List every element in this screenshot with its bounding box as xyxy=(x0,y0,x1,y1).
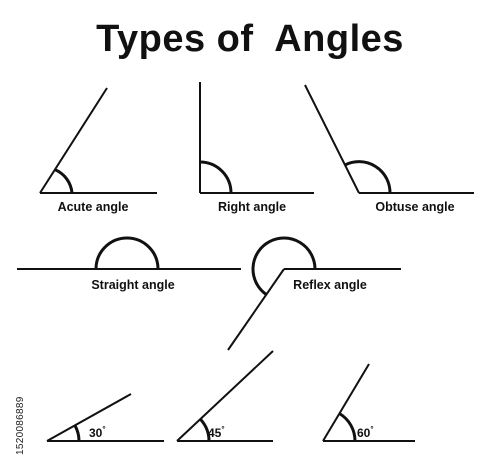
reflex-angle-slanted-ray xyxy=(227,268,285,351)
angle-30-figure xyxy=(46,393,164,442)
obtuse-angle-label: Obtuse angle xyxy=(375,200,454,214)
obtuse-angle-arc xyxy=(344,160,392,194)
page-title: Types of Angles xyxy=(96,18,404,60)
angle-60-arc xyxy=(338,412,357,442)
angle-30-arc xyxy=(73,424,81,442)
obtuse-angle-figure xyxy=(304,84,474,194)
obtuse-angle-slanted-ray xyxy=(304,84,360,194)
right-angle-label: Right angle xyxy=(218,200,286,214)
angle-60-figure xyxy=(322,363,415,442)
angle-45-arc xyxy=(199,418,211,442)
right-angle-arc xyxy=(199,160,233,194)
angle-60-value: 60° xyxy=(357,425,374,440)
reflex-angle-arc xyxy=(251,236,317,296)
angle-45-slanted-ray xyxy=(176,350,274,442)
angle-45-figure xyxy=(176,350,274,442)
acute-angle-figure xyxy=(39,87,157,194)
angle-30-value: 30° xyxy=(89,425,106,440)
stock-id-text: 1520086889 xyxy=(15,396,26,455)
reflex-angle-label: Reflex angle xyxy=(293,278,367,292)
straight-angle-arc xyxy=(94,236,160,270)
angle-30-slanted-ray xyxy=(46,393,132,442)
reflex-angle-figure xyxy=(227,236,401,351)
right-angle-figure xyxy=(199,82,314,194)
angle-60-slanted-ray xyxy=(322,363,370,442)
straight-angle-figure xyxy=(17,236,241,270)
straight-angle-label: Straight angle xyxy=(91,278,174,292)
acute-angle-label: Acute angle xyxy=(58,200,129,214)
stock-id-watermark: 1520086889 xyxy=(4,345,26,455)
acute-angle-slanted-ray xyxy=(39,87,108,194)
angle-45-value: 45° xyxy=(208,425,225,440)
acute-angle-arc xyxy=(53,168,74,194)
